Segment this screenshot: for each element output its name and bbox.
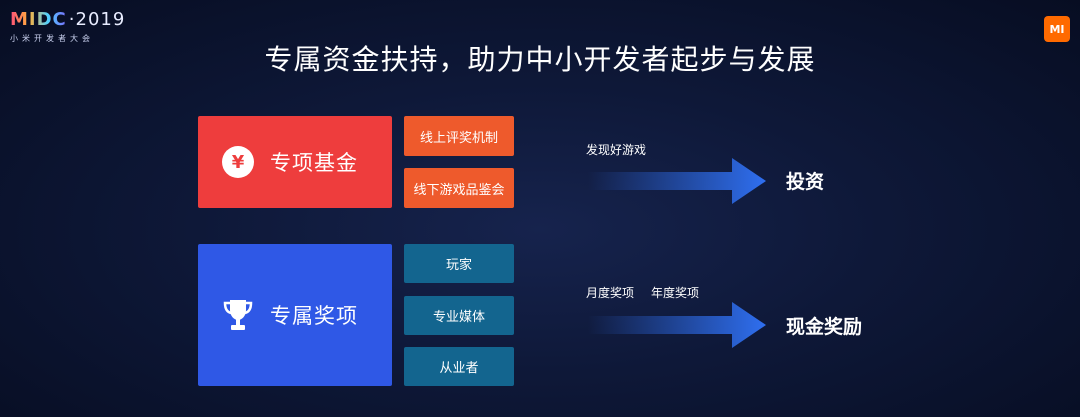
mi-brand-icon: MI bbox=[1044, 16, 1070, 42]
award-result: 现金奖励 bbox=[786, 316, 863, 338]
yen-icon: ¥ bbox=[222, 146, 254, 178]
award-label: 专属奖项 bbox=[270, 304, 358, 328]
fund-arrow-label: 发现好游戏 bbox=[586, 143, 647, 157]
fund-item-offline-tasting: 线下游戏品鉴会 bbox=[404, 168, 514, 208]
fund-item-online-award: 线上评奖机制 bbox=[404, 116, 514, 156]
award-box: 专属奖项 bbox=[198, 244, 392, 386]
logo-subtitle: 小米开发者大会 bbox=[10, 34, 94, 43]
midc-logo: MIDC ·2019 小米开发者大会 bbox=[10, 10, 125, 44]
slide-title: 专属资金扶持，助力中小开发者起步与发展 bbox=[264, 43, 816, 76]
fund-label: 专项基金 bbox=[270, 151, 358, 175]
trophy-icon bbox=[222, 298, 254, 332]
award-item-practitioners: 从业者 bbox=[404, 347, 514, 386]
logo-wordmark: MIDC bbox=[10, 9, 67, 30]
award-arrow-label-annual: 年度奖项 bbox=[651, 286, 700, 300]
award-item-media: 专业媒体 bbox=[404, 296, 514, 335]
award-item-players: 玩家 bbox=[404, 244, 514, 283]
award-arrow-icon bbox=[588, 302, 766, 348]
logo-year: ·2019 bbox=[68, 9, 126, 30]
award-arrow-label-monthly: 月度奖项 bbox=[586, 286, 635, 300]
fund-arrow-icon bbox=[588, 158, 766, 204]
fund-result: 投资 bbox=[786, 171, 825, 193]
fund-box: ¥ 专项基金 bbox=[198, 116, 392, 208]
